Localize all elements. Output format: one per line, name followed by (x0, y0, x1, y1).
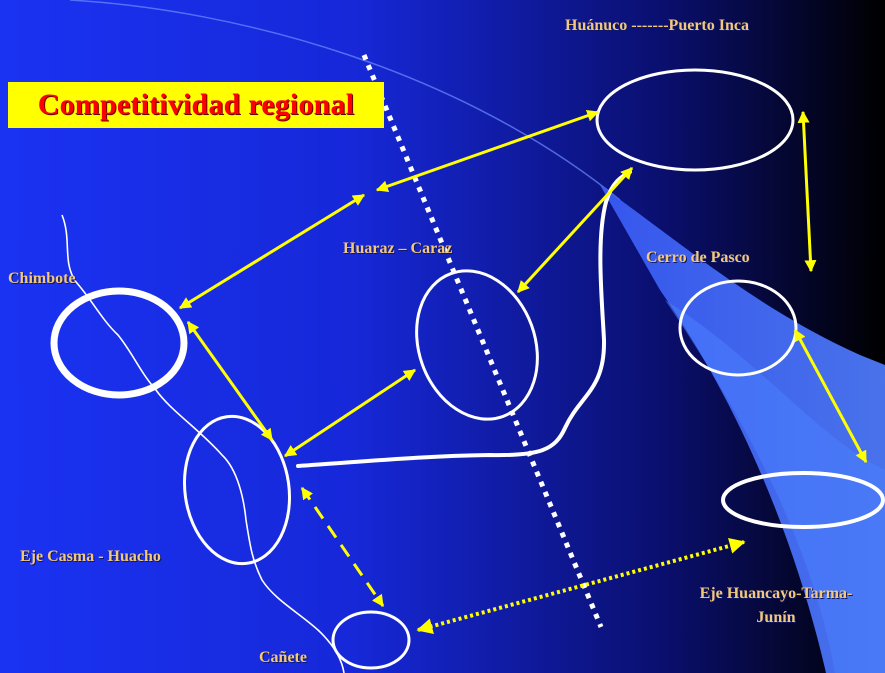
label-huancayo-line1: Eje Huancayo-Tarma- (699, 585, 853, 602)
ellipse-huaraz (415, 269, 539, 421)
connection-arrows (178, 109, 868, 634)
arrow-chimbote-huaraz (178, 193, 366, 310)
river-curve (296, 170, 632, 468)
arrow-huaraz-huanuco (375, 109, 600, 193)
label-casma: Eje Casma - Huacho (20, 548, 161, 565)
ellipse-chimbote (50, 287, 188, 399)
label-chimbote: Chimbote (8, 270, 76, 287)
label-huaraz: Huaraz – Caraz (343, 240, 453, 257)
arrow-casma-huaraz (283, 368, 417, 458)
label-cerro: Cerro de Pasco (646, 249, 750, 266)
arrow-casma-canete (300, 487, 385, 607)
arrow-huanuco-cerro (797, 110, 817, 273)
label-huancayo-line2: Junín (756, 609, 796, 626)
ellipse-canete (331, 610, 411, 670)
slide-title: Competitividad regional (8, 82, 384, 128)
label-huanuco: Huánuco -------Puerto Inca (565, 17, 749, 34)
label-canete: Cañete (259, 649, 307, 666)
band-bright (665, 300, 885, 673)
arrow-huaraz-huanuco-diag (516, 166, 634, 294)
ellipse-huanuco (595, 68, 795, 172)
ellipse-casma (182, 414, 292, 566)
arrow-chimbote-casma (186, 321, 274, 441)
arrow-cerro-huancayo (793, 328, 868, 464)
dotted-boundary (361, 54, 604, 628)
ellipse-huancayo (721, 471, 885, 529)
label-huancayo: Eje Huancayo-Tarma- Junín (672, 582, 880, 630)
arrow-canete-huancayo (416, 538, 746, 634)
ellipse-cerro (678, 279, 798, 377)
